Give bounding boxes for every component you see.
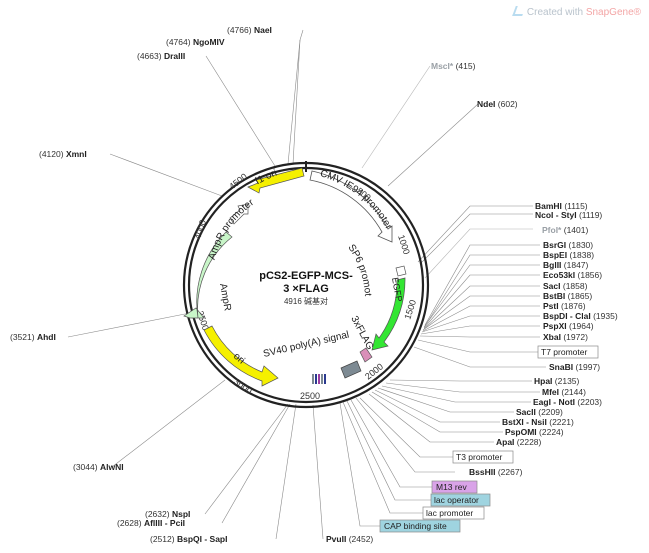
site-snabi: SnaBI (1997) [549,362,600,372]
site-pspomi: PspOMI (2224) [505,427,564,437]
site-xmni: (4120) XmnI [39,149,87,159]
watermark-prefix: Created with [526,7,586,18]
m13-rev-box [431,480,478,494]
lac-promoter-box [422,506,485,520]
site-alwni: (3044) AlwNI [73,462,124,472]
ori-label: ori [231,351,247,367]
flag-label: 3xFLAG [348,314,375,352]
site-draiii: (4663) DraIII [137,51,185,61]
m13-rev-label: M13 rev [436,482,467,492]
site-naei: (4766) NaeI [227,25,272,35]
site-psti: PstI (1876) [543,301,586,311]
ampr-label: AmpR [217,283,233,312]
ampr-feature [183,231,233,319]
plasmid-name-line2: 3 ×FLAG [283,283,329,295]
f1-ori-feature [247,167,305,194]
site-bsshii: BssHII (2267) [469,467,523,477]
t3-promoter-label: T3 promoter [456,452,502,462]
tick-1500: 1500 [402,298,418,320]
t3-promoter-box [452,450,514,464]
site-xbai: XbaI (1972) [543,332,588,342]
sp6-promoter-feature [395,265,407,277]
site-bstxi-nsii: BstXI - NsiI (2221) [502,417,574,427]
site-bspqi-sapi: (2512) BspQI - SapI [150,534,228,544]
site-sacii: SacII (2209) [516,407,563,417]
site-pspxi: PspXI (1964) [543,321,594,331]
egfp-feature [371,277,406,351]
cmv-promoter-feature [309,170,393,243]
sv40-stripes [312,374,326,384]
ampr-promoter-label: AmpR promoter [207,197,257,261]
watermark-brand: SnapGene® [585,7,641,18]
t7-promoter-box [537,345,599,359]
tick-2500: 2500 [300,391,320,401]
lac-operator-label: lac operator [434,495,479,505]
site-nspi: (2632) NspI [145,509,190,519]
site-bspdi-clai: BspDI - ClaI (1935) [543,311,618,321]
ori-feature [203,325,279,387]
site-bstbi: BstBI (1865) [543,291,592,301]
site-msci: MscI* (415) [431,61,476,71]
leader-lines [67,29,546,540]
restriction-sites: (4766) NaeI (4764) NgoMIV (4663) DraIII … [10,25,618,544]
site-afliii-pcii: (2628) AflIII - PciI [117,518,185,528]
features [183,167,407,387]
t7-promoter-label: T7 promoter [541,347,587,357]
tick-1000: 1000 [396,234,412,256]
site-eco53ki: Eco53kI (1856) [543,270,602,280]
tick-2000: 2000 [363,361,385,381]
site-ncoi-styi: NcoI - StyI (1119) [535,210,602,220]
site-ngomiv: (4764) NgoMIV [166,37,225,47]
site-saci: SacI (1858) [543,281,588,291]
lac-promoter-label: lac promoter [426,508,473,518]
snapgene-watermark: Created with SnapGene® [512,6,641,18]
sv40-feature [340,360,362,379]
site-mfei: MfeI (2144) [542,387,586,397]
site-ndei: NdeI (602) [477,99,518,109]
site-bsrgi: BsrGI (1830) [543,240,593,250]
site-bglii: BglII (1847) [543,260,589,270]
site-apai: ApaI (2228) [496,437,542,447]
plasmid-name-line1: pCS2-EGFP-MCS- [259,270,353,282]
feature-boxes: T7 promoter T3 promoter M13 rev lac oper… [379,345,599,533]
lac-operator-box [430,493,491,507]
ampr-promoter-feature [229,203,249,225]
plasmid-size: 4916 碱基对 [284,296,328,306]
flag-feature [359,347,373,363]
site-pfoi: PfoI* (1401) [542,225,588,235]
site-ahdi: (3521) AhdI [10,332,56,342]
egfp-label: EGFP [390,277,404,303]
site-eagi-noti: EagI - NotI (2203) [533,397,602,407]
site-bamhi: BamHI (1115) [535,201,588,211]
site-bspei: BspEI (1838) [543,250,594,260]
sv40-label: SV40 poly(A) signal [262,329,350,359]
tick-4000: 4000 [192,218,208,240]
plasmid-backbone [182,161,430,409]
cap-binding-site-box [379,519,461,533]
site-hpai: HpaI (2135) [534,376,580,386]
plasmid-title: pCS2-EGFP-MCS- 3 ×FLAG 4916 碱基对 [259,270,353,306]
cap-binding-site-label: CAP binding site [384,521,447,531]
site-pvuii: PvuII (2452) [326,534,373,544]
